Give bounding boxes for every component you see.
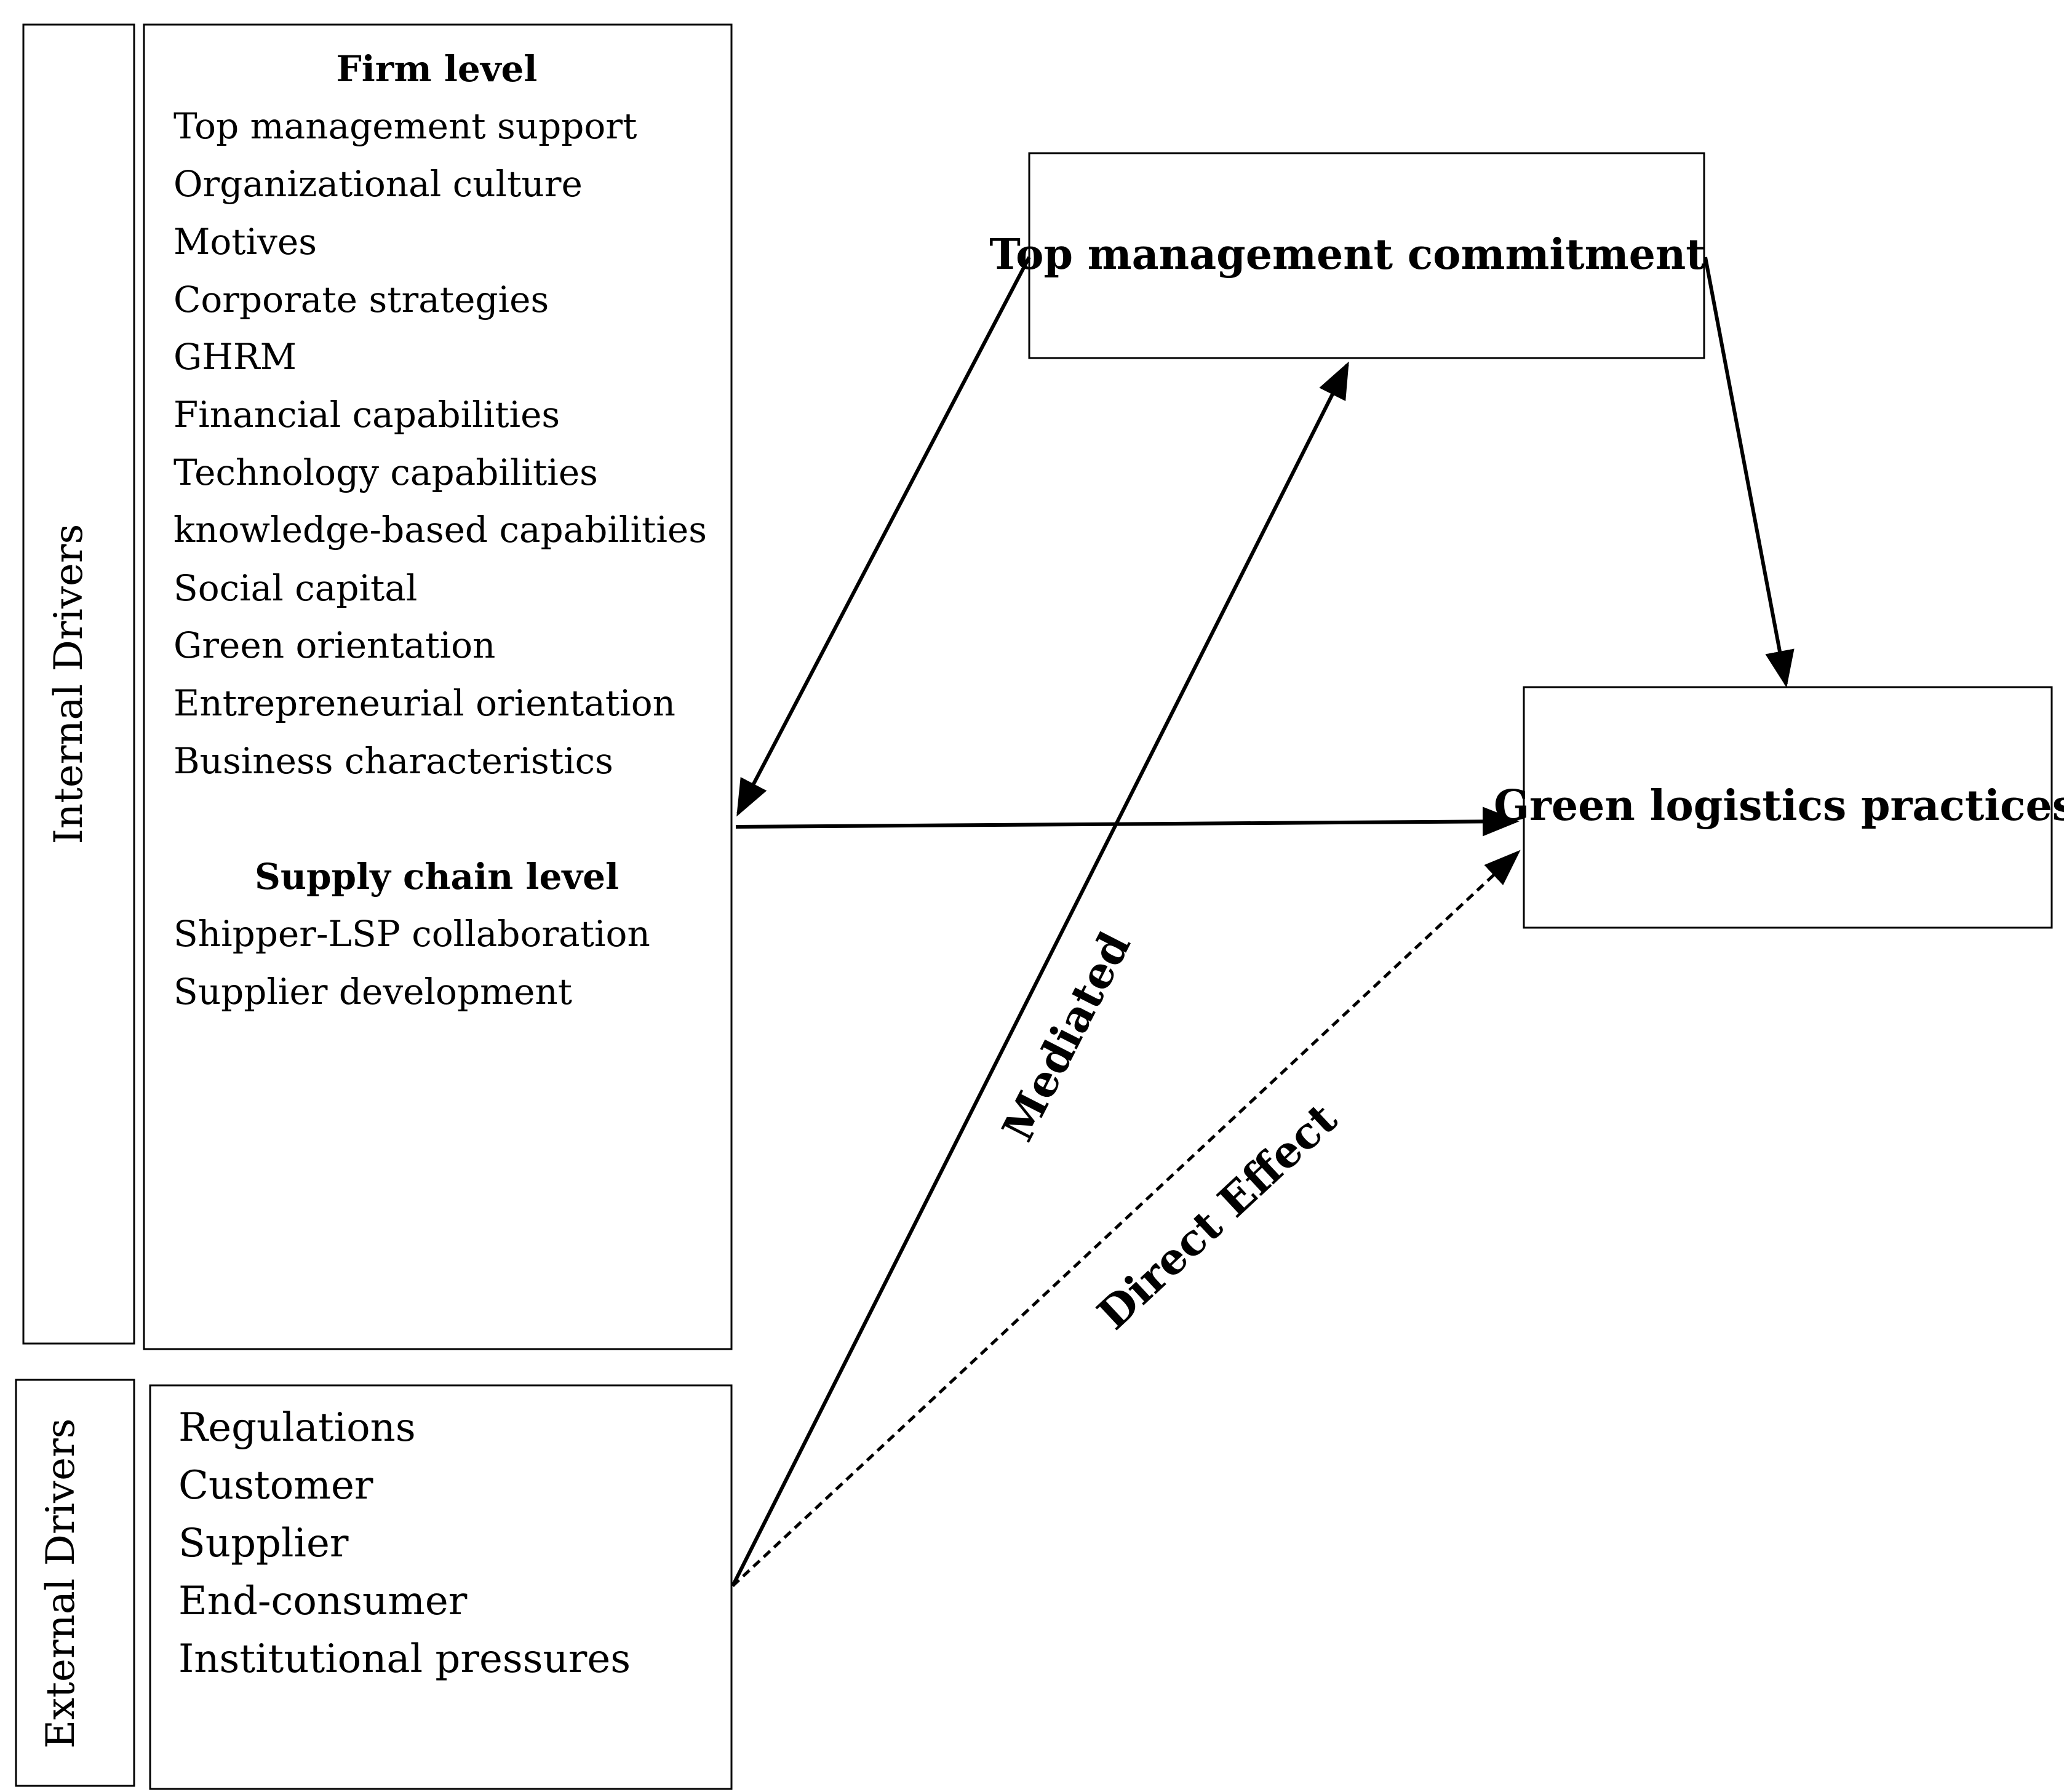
green-logistics-box xyxy=(1523,686,2053,929)
supply-chain-level-list: Shipper-LSP collaboration Supplier devel… xyxy=(173,913,650,1013)
firm-level-item: Business characteristics xyxy=(173,740,613,782)
firm-level-item: GHRM xyxy=(173,336,297,378)
firm-level-item: Corporate strategies xyxy=(173,279,549,321)
firm-level-item: Top management support xyxy=(173,105,637,147)
supply-chain-item: Shipper-LSP collaboration xyxy=(173,913,650,955)
external-drivers-list: Regulations Customer Supplier End-consum… xyxy=(178,1405,631,1682)
firm-level-list: Top management support Organizational cu… xyxy=(173,105,707,782)
external-drivers-label: External Drivers xyxy=(38,1418,84,1748)
firm-level-item: Financial capabilities xyxy=(173,394,560,436)
mediated-path-arrow xyxy=(731,361,1349,1587)
external-driver-item: Customer xyxy=(178,1463,373,1508)
external-driver-item: Institutional pressures xyxy=(178,1636,631,1682)
internal-drivers-box xyxy=(143,23,733,1350)
tm-to-green-logistics-arrow xyxy=(1703,257,1795,688)
top-management-box xyxy=(1028,152,1705,359)
firm-level-item: Entrepreneurial orientation xyxy=(173,682,675,724)
tm-to-internal-arrow xyxy=(736,256,1031,817)
firm-level-item: Technology capabilities xyxy=(173,452,598,493)
internal-drivers-label: Internal Drivers xyxy=(46,524,92,845)
firm-level-item: Social capital xyxy=(173,567,417,609)
external-drivers-label-box xyxy=(15,1379,135,1787)
supply-chain-level-heading: Supply chain level xyxy=(255,856,619,898)
supply-chain-item: Supplier development xyxy=(173,971,572,1013)
direct-effect-path-arrow xyxy=(731,850,1521,1587)
external-driver-item: Regulations xyxy=(178,1405,416,1451)
mediated-label: Mediated xyxy=(992,924,1140,1149)
top-management-label: Top management commitment xyxy=(989,230,1705,279)
firm-level-item: Organizational culture xyxy=(173,163,583,205)
green-logistics-label: Green logistics practices xyxy=(1494,781,2064,830)
external-driver-item: Supplier xyxy=(178,1521,349,1566)
firm-level-item: Green orientation xyxy=(173,624,495,666)
internal-to-green-logistics-arrow xyxy=(735,806,1520,837)
firm-level-item: Motives xyxy=(173,221,317,263)
external-drivers-box xyxy=(149,1384,733,1790)
internal-drivers-label-box xyxy=(22,23,135,1345)
firm-level-item: knowledge-based capabilities xyxy=(173,509,707,551)
firm-level-heading: Firm level xyxy=(337,48,538,90)
external-driver-item: End-consumer xyxy=(178,1579,468,1624)
